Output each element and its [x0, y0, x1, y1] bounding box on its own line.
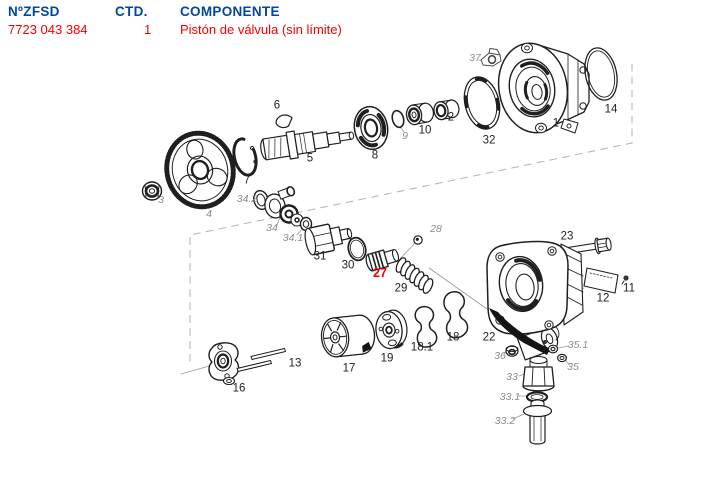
column-header-part-number: NºZFSD	[8, 4, 60, 19]
part-1-housing	[497, 42, 590, 134]
component-name-value: Pistón de válvula (sin límite)	[180, 22, 342, 37]
part-29-spring	[395, 257, 434, 294]
qty-value: 1	[144, 22, 152, 37]
part-36-nut	[505, 345, 519, 357]
part-12-plate	[583, 267, 619, 294]
column-header-component: COMPONENTE	[180, 4, 280, 19]
part-35-1-screw-washer	[543, 340, 559, 354]
part-6-key	[275, 114, 293, 129]
part-7-snap-ring	[232, 137, 258, 177]
part-5-shaft	[260, 130, 355, 161]
column-header-qty: CTD.	[115, 4, 148, 19]
section-boundary-line	[189, 63, 633, 367]
part-2-bushing	[433, 99, 460, 121]
part-31-fitting	[304, 223, 353, 256]
part-11-screw	[621, 275, 629, 285]
part-4-gear	[164, 130, 236, 210]
part-8-bearing	[353, 105, 389, 151]
part-number-value: 7723 043 384	[8, 22, 88, 37]
part-32-oring	[463, 76, 501, 130]
part-33-2-sleeve	[522, 399, 553, 445]
part-16-cam-plate	[208, 342, 240, 386]
part-19-pressure-plate	[375, 308, 409, 350]
part-28-ball	[413, 235, 423, 245]
part-9-oring	[391, 109, 405, 129]
part-18-gasket	[443, 291, 469, 339]
part-18-1-gasket	[414, 305, 438, 348]
part-33-hex-plug	[522, 355, 555, 392]
part-14-oring	[584, 47, 618, 101]
part-22-housing	[486, 240, 584, 361]
part-27-valve-piston[interactable]	[365, 247, 401, 272]
part-10-bearing	[405, 102, 435, 126]
part-13-pins	[236, 348, 286, 372]
part-35-ring	[556, 353, 567, 363]
part-17-rotor	[320, 314, 376, 358]
part-30-oring	[347, 236, 367, 262]
part-3-nut	[141, 181, 163, 201]
part-37-bracket	[480, 48, 502, 67]
part-34-pump-group	[253, 186, 313, 232]
